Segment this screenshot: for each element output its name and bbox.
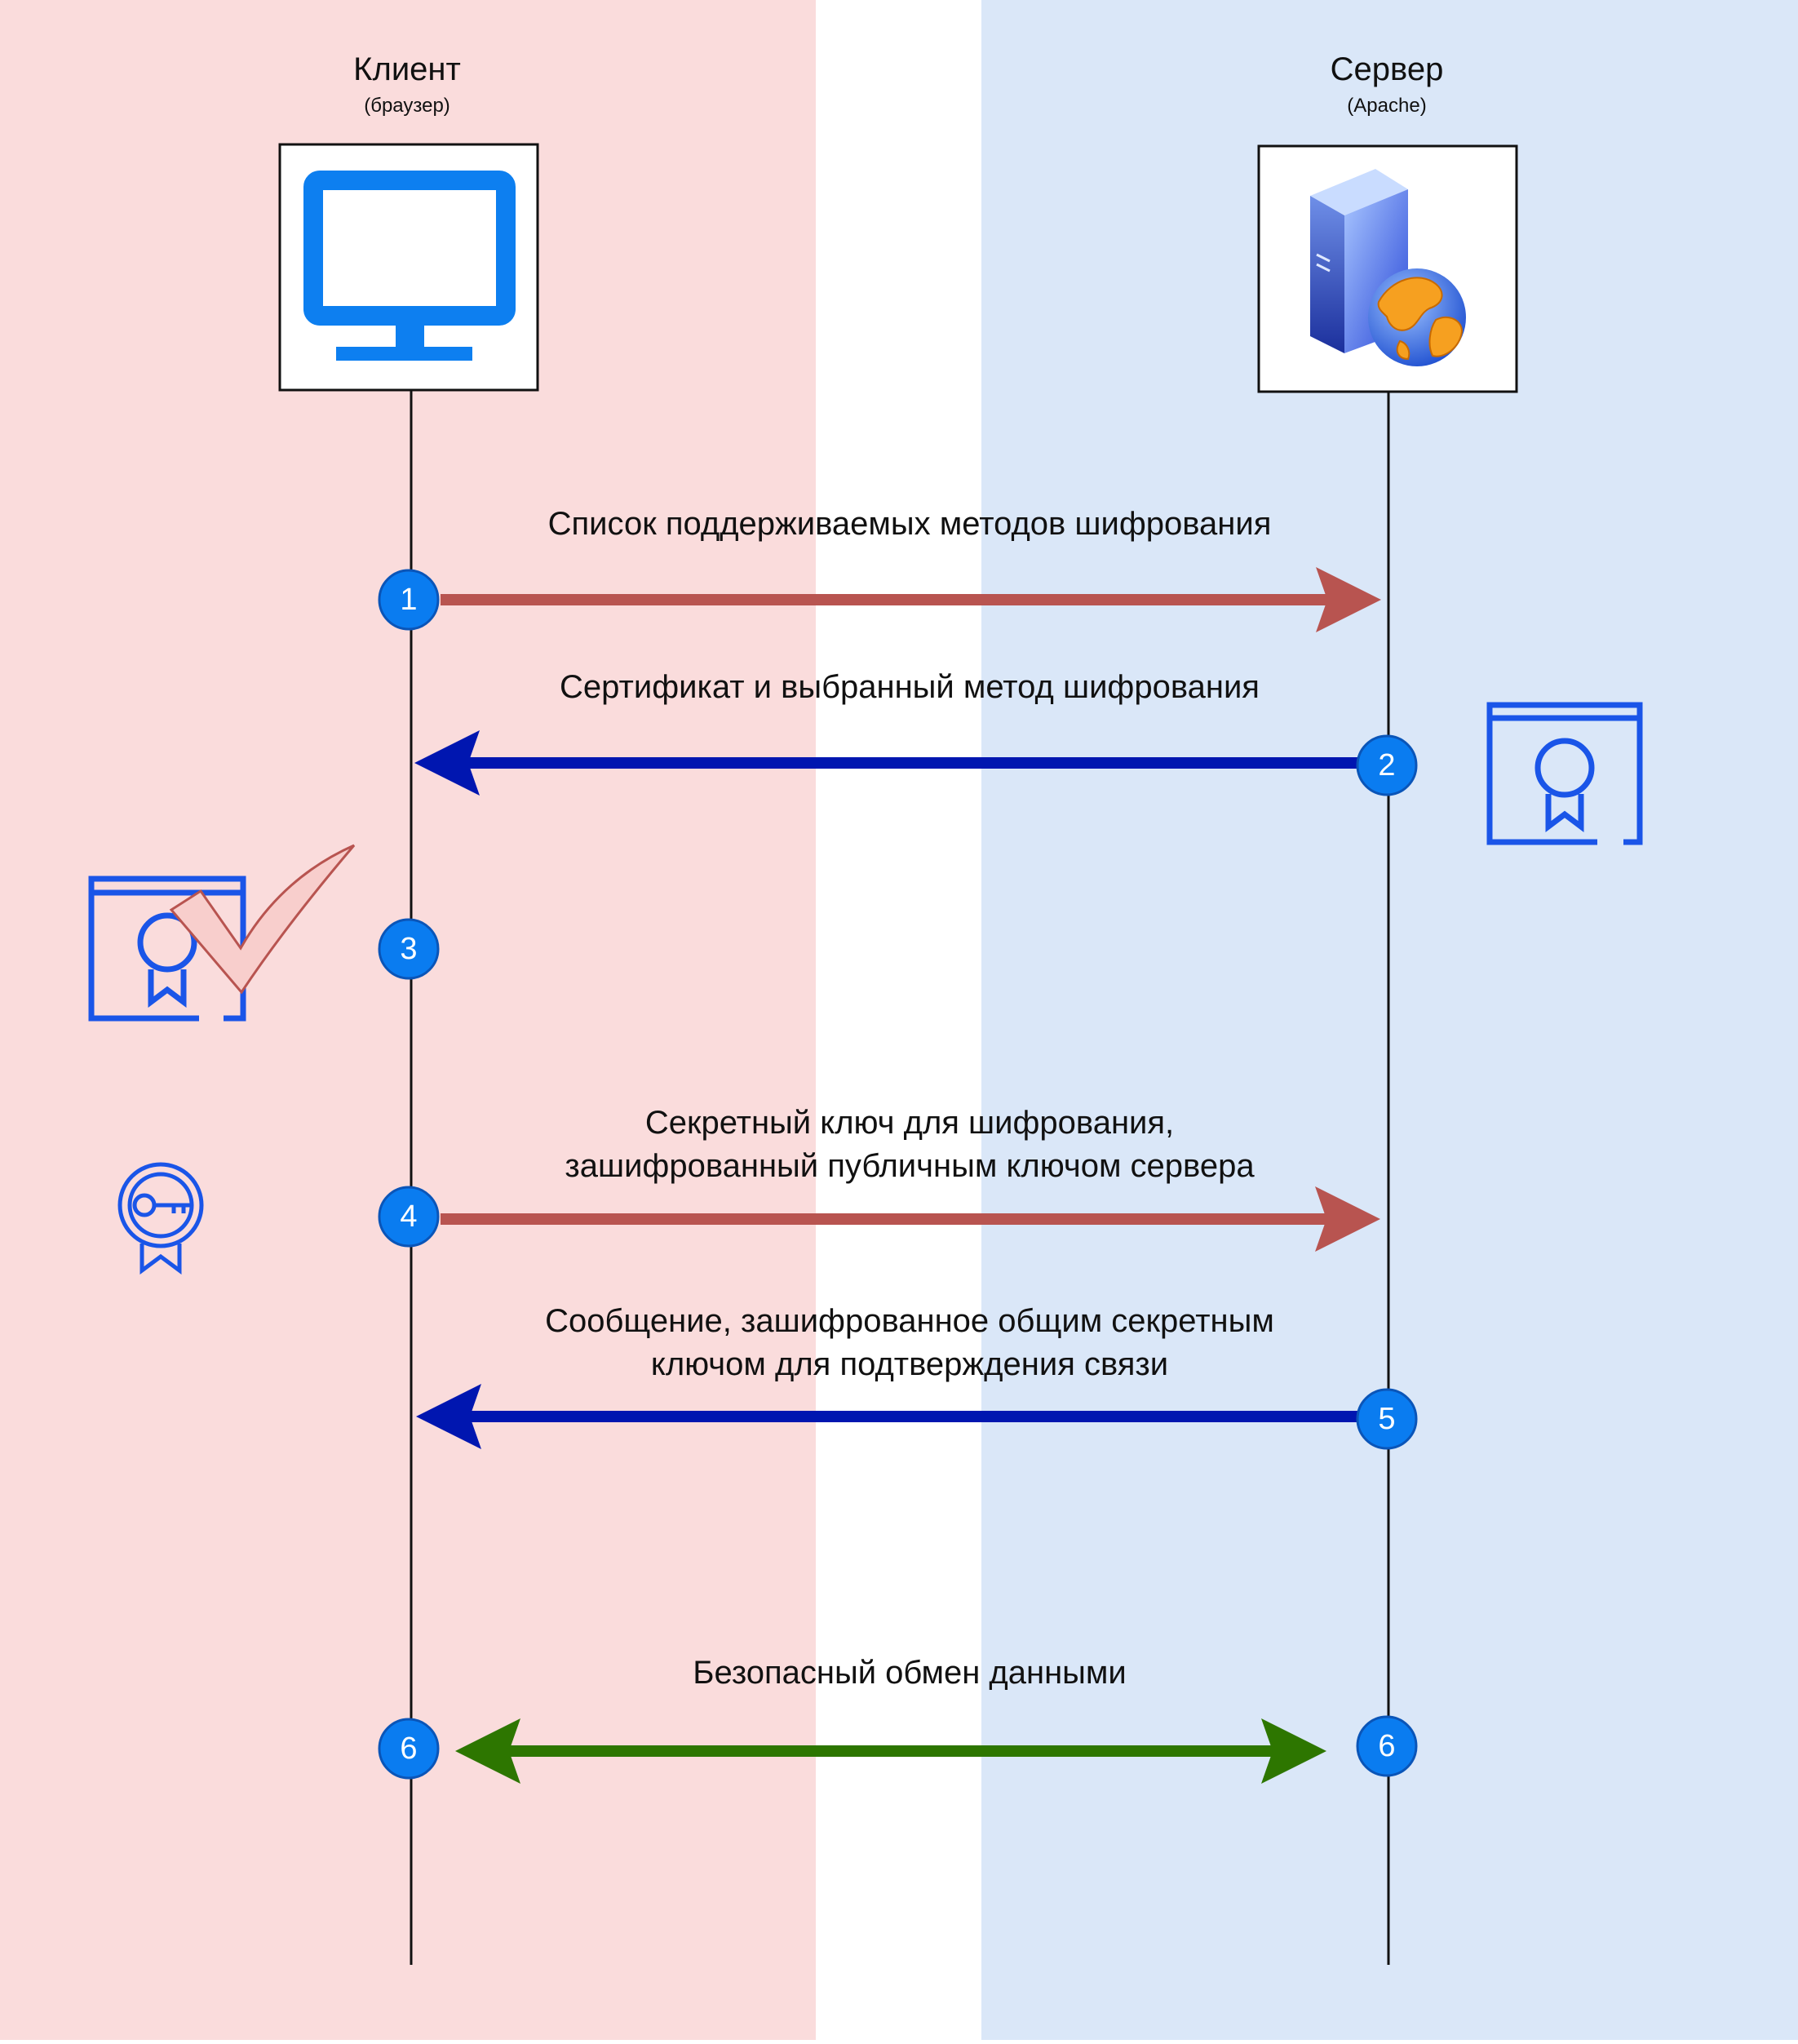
server-globe-icon: [1310, 169, 1466, 366]
step-6-badge-server-number: 6: [1378, 1729, 1396, 1763]
step-4-arrowhead: [1315, 1186, 1380, 1252]
step-6-badge-client-number: 6: [400, 1731, 418, 1766]
step-1-arrowhead: [1316, 567, 1381, 632]
step-2-label: Сертификат и выбранный метод шифрования: [560, 669, 1260, 705]
step-6-badge-server: [1356, 1715, 1418, 1777]
step-3-badge-number: 3: [400, 932, 418, 966]
step-4-label-line-1: Секретный ключ для шифрования,: [644, 1105, 1175, 1141]
step-6-arrowhead-start: [455, 1718, 520, 1784]
step-6-badge-client: [378, 1718, 440, 1780]
step-5-label-line-1: Сообщение, зашифрованное общим секретным: [545, 1303, 1274, 1339]
step-6-label: Безопасный обмен данными: [693, 1655, 1127, 1691]
step-2-badge-number: 2: [1378, 748, 1396, 783]
arrows-layer: [414, 567, 1381, 1784]
step-5-label-line-2: ключом для подтверждения связи: [650, 1346, 1169, 1382]
step-1-badge: [378, 569, 440, 631]
server-subtitle: (Apache): [1347, 95, 1427, 117]
client-actor-box: [278, 143, 539, 392]
step-4-label-line-2: зашифрованный публичным ключом сервера: [565, 1148, 1255, 1184]
step-2-arrowhead: [414, 730, 480, 796]
badges-layer: [378, 569, 1418, 1780]
server-certificate-icon: [1486, 702, 1643, 845]
step-1-arrow: [441, 567, 1381, 632]
key-badge-icon: [117, 1162, 204, 1275]
server-actor-box: [1257, 144, 1518, 393]
step-6-arrowhead: [1261, 1718, 1326, 1784]
step-5-badge: [1356, 1388, 1418, 1450]
step-2-badge: [1356, 734, 1418, 796]
client-title: Клиент: [353, 51, 461, 87]
step-4-badge: [378, 1186, 440, 1248]
monitor-icon: [303, 171, 516, 361]
step-5-arrow: [416, 1384, 1361, 1449]
client-certificate-verified-icon: [88, 844, 356, 1022]
step-4-badge-number: 4: [400, 1199, 418, 1234]
step-4-arrow: [441, 1186, 1380, 1252]
server-title: Сервер: [1330, 51, 1444, 87]
step-6-arrow: [455, 1718, 1326, 1784]
step-5-badge-number: 5: [1378, 1402, 1396, 1436]
step-1-label: Список поддерживаемых методов шифрования: [547, 506, 1272, 542]
step-3-badge: [378, 918, 440, 980]
step-2-arrow: [414, 730, 1361, 796]
step-1-badge-number: 1: [400, 583, 418, 617]
client-subtitle: (браузер): [364, 95, 450, 117]
step-5-arrowhead: [416, 1384, 481, 1449]
check-mark-icon: [169, 844, 356, 995]
